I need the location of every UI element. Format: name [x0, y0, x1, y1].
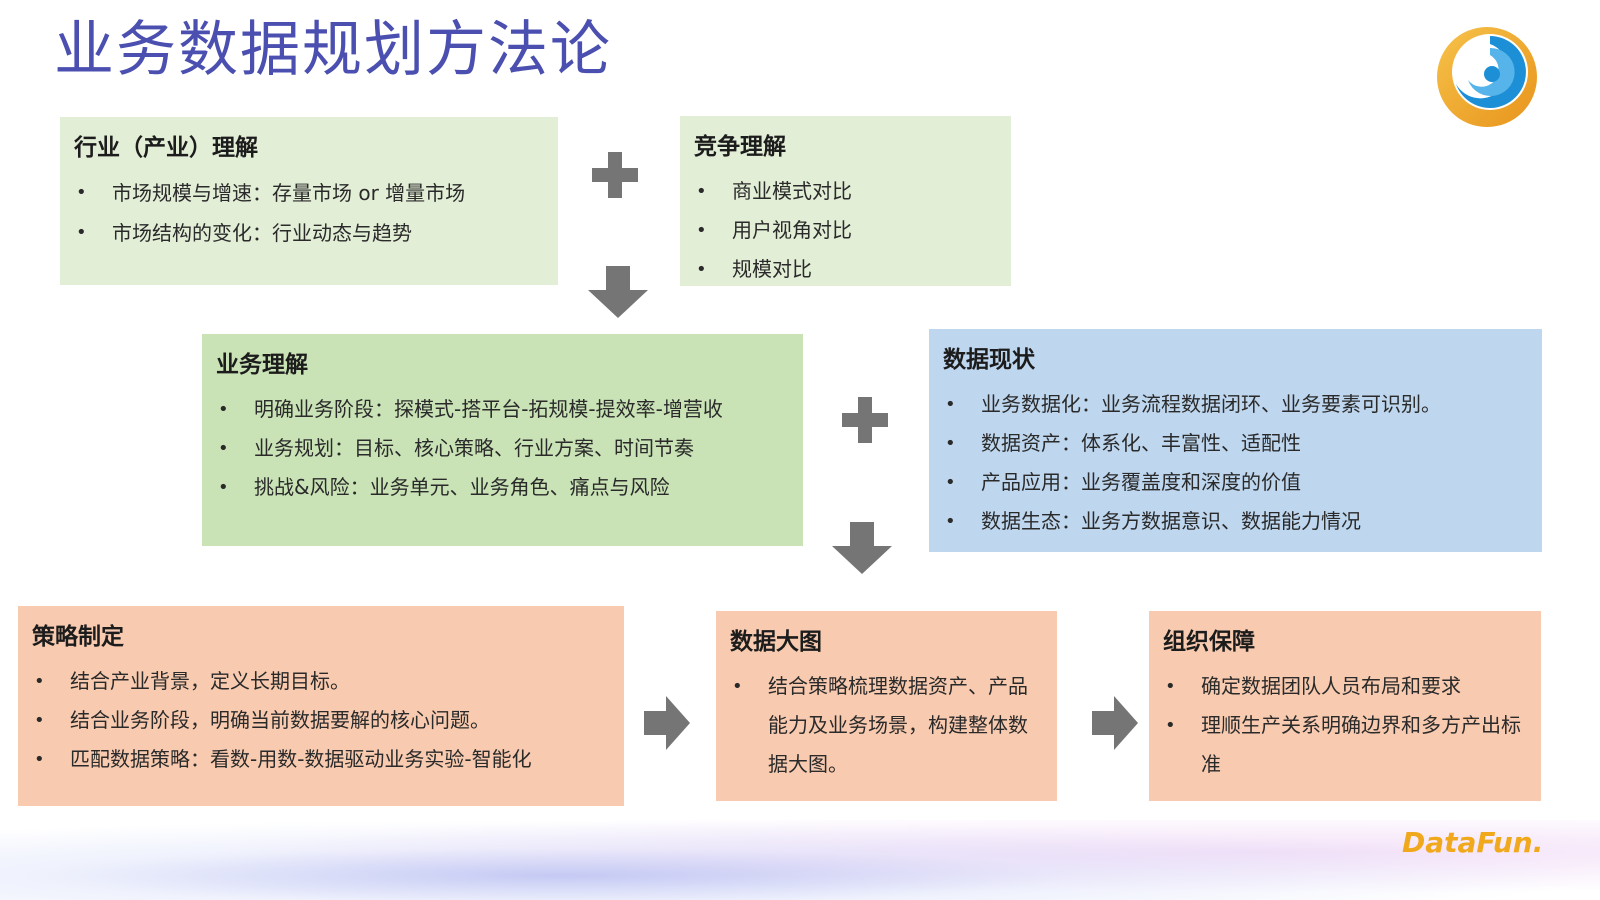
brand-logo: DataFun.: [1402, 826, 1544, 859]
list-item: 挑战&风险：业务单元、业务角色、痛点与风险: [216, 468, 789, 507]
list-item: 确定数据团队人员布局和要求: [1163, 667, 1527, 706]
org-list: 确定数据团队人员布局和要求 理顺生产关系明确边界和多方产出标准: [1163, 667, 1527, 784]
arrow-right-icon: [644, 696, 690, 750]
arrow-down-icon: [832, 522, 892, 574]
competition-understanding-box: 竞争理解 商业模式对比 用户视角对比 规模对比: [680, 116, 1011, 289]
data-status-box: 数据现状 业务数据化：业务流程数据闭环、业务要素可识别。 数据资产：体系化、丰富…: [929, 329, 1542, 552]
org-guarantee-box: 组织保障 确定数据团队人员布局和要求 理顺生产关系明确边界和多方产出标准: [1149, 611, 1541, 801]
swirl-logo-icon: [1437, 27, 1537, 127]
data-map-list: 结合策略梳理数据资产、产品能力及业务场景，构建整体数据大图。: [730, 667, 1043, 784]
list-item: 数据资产：体系化、丰富性、适配性: [943, 424, 1528, 463]
bottom-decoration: [0, 820, 1600, 900]
list-item: 业务规划：目标、核心策略、行业方案、时间节奏: [216, 429, 789, 468]
page-title: 业务数据规划方法论: [54, 15, 612, 85]
list-item: 数据生态：业务方数据意识、数据能力情况: [943, 502, 1528, 541]
data-status-heading: 数据现状: [943, 347, 1035, 373]
business-understanding-box: 业务理解 明确业务阶段：探模式-搭平台-拓规模-提效率-增营收 业务规划：目标、…: [202, 334, 803, 546]
list-item: 明确业务阶段：探模式-搭平台-拓规模-提效率-增营收: [216, 390, 789, 429]
strategy-box: 策略制定 结合产业背景，定义长期目标。 结合业务阶段，明确当前数据要解的核心问题…: [18, 606, 624, 806]
data-status-list: 业务数据化：业务流程数据闭环、业务要素可识别。 数据资产：体系化、丰富性、适配性…: [943, 385, 1528, 541]
strategy-list: 结合产业背景，定义长期目标。 结合业务阶段，明确当前数据要解的核心问题。 匹配数…: [32, 662, 610, 779]
industry-understanding-box: 行业（产业）理解 市场规模与增速：存量市场 or 增量市场 市场结构的变化：行业…: [60, 117, 558, 285]
list-item: 匹配数据策略：看数-用数-数据驱动业务实验-智能化: [32, 740, 610, 779]
list-item: 市场结构的变化：行业动态与趋势: [74, 213, 544, 253]
industry-heading: 行业（产业）理解: [74, 135, 258, 161]
competition-list: 商业模式对比 用户视角对比 规模对比: [694, 172, 997, 289]
competition-heading: 竞争理解: [694, 134, 786, 160]
strategy-heading: 策略制定: [32, 624, 124, 650]
list-item: 用户视角对比: [694, 211, 997, 250]
list-item: 产品应用：业务覆盖度和深度的价值: [943, 463, 1528, 502]
list-item: 结合策略梳理数据资产、产品能力及业务场景，构建整体数据大图。: [730, 667, 1043, 784]
arrow-down-icon: [588, 266, 648, 318]
list-item: 规模对比: [694, 250, 997, 289]
list-item: 市场规模与增速：存量市场 or 增量市场: [74, 173, 544, 213]
list-item: 业务数据化：业务流程数据闭环、业务要素可识别。: [943, 385, 1528, 424]
list-item: 理顺生产关系明确边界和多方产出标准: [1163, 706, 1527, 784]
plus-icon: [592, 152, 638, 198]
list-item: 商业模式对比: [694, 172, 997, 211]
plus-icon: [842, 397, 888, 443]
org-heading: 组织保障: [1163, 629, 1255, 655]
business-heading: 业务理解: [216, 352, 308, 378]
data-map-heading: 数据大图: [730, 629, 822, 655]
list-item: 结合产业背景，定义长期目标。: [32, 662, 610, 701]
data-map-box: 数据大图 结合策略梳理数据资产、产品能力及业务场景，构建整体数据大图。: [716, 611, 1057, 801]
arrow-right-icon: [1092, 696, 1138, 750]
list-item: 结合业务阶段，明确当前数据要解的核心问题。: [32, 701, 610, 740]
business-list: 明确业务阶段：探模式-搭平台-拓规模-提效率-增营收 业务规划：目标、核心策略、…: [216, 390, 789, 507]
industry-list: 市场规模与增速：存量市场 or 增量市场 市场结构的变化：行业动态与趋势: [74, 173, 544, 253]
